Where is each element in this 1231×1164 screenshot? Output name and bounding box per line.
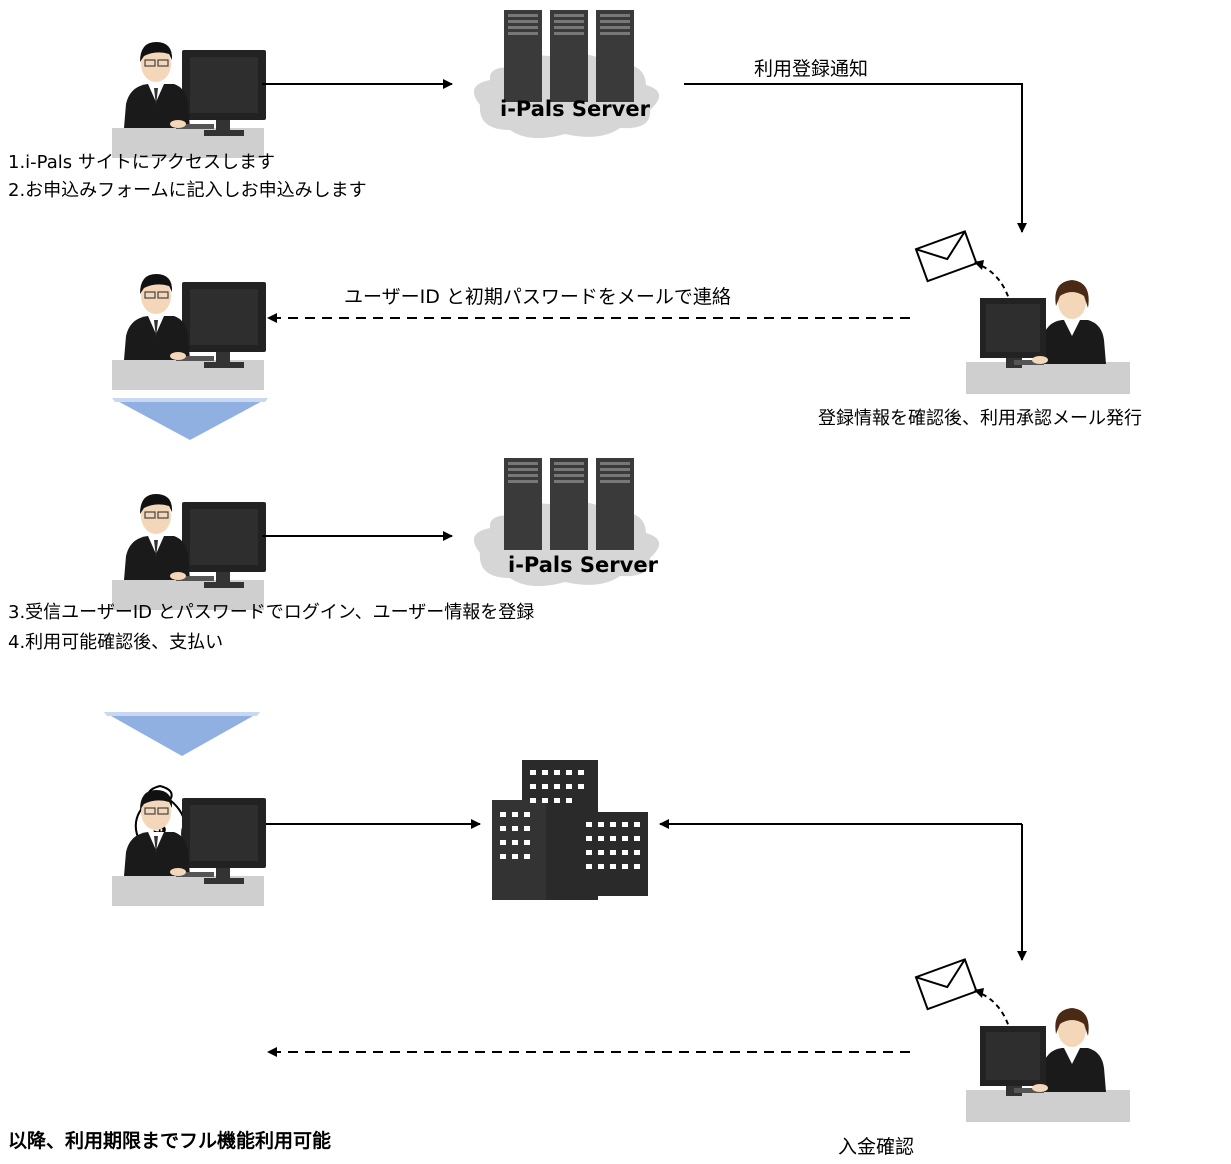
user-at-computer-icon <box>111 273 267 391</box>
admin-confirm-label: 登録情報を確認後、利用承認メール発行 <box>818 408 1142 429</box>
user-at-computer-icon <box>111 493 267 611</box>
down-chevron-icon <box>104 712 260 756</box>
server-label: i-Pals Server <box>508 553 658 577</box>
server-label: i-Pals Server <box>500 97 650 121</box>
admin-woman-icon <box>914 958 1131 1123</box>
building-icon <box>492 760 648 900</box>
admin-woman-icon <box>914 230 1131 395</box>
step2-label: 2.お申込みフォームに記入しお申込みします <box>8 180 367 201</box>
register-notice-label: 利用登録通知 <box>754 58 869 80</box>
payment-confirm-label: 入金確認 <box>838 1136 915 1158</box>
step3-label: 3.受信ユーザーID とパスワードでログイン、ユーザー情報を登録 <box>8 602 535 623</box>
step1-label: 1.i-Pals サイトにアクセスします <box>8 152 275 173</box>
final-label: 以降、利用期限までフル機能利用可能 <box>8 1130 332 1152</box>
down-chevron-icon <box>112 398 268 440</box>
notify-arrow <box>684 83 1027 233</box>
user-at-computer-icon <box>111 41 267 159</box>
user-at-computer-icon <box>111 789 267 907</box>
step4-label: 4.利用可能確認後、支払い <box>8 632 224 653</box>
id-mail-label: ユーザーID と初期パスワードをメールで連絡 <box>344 286 731 308</box>
